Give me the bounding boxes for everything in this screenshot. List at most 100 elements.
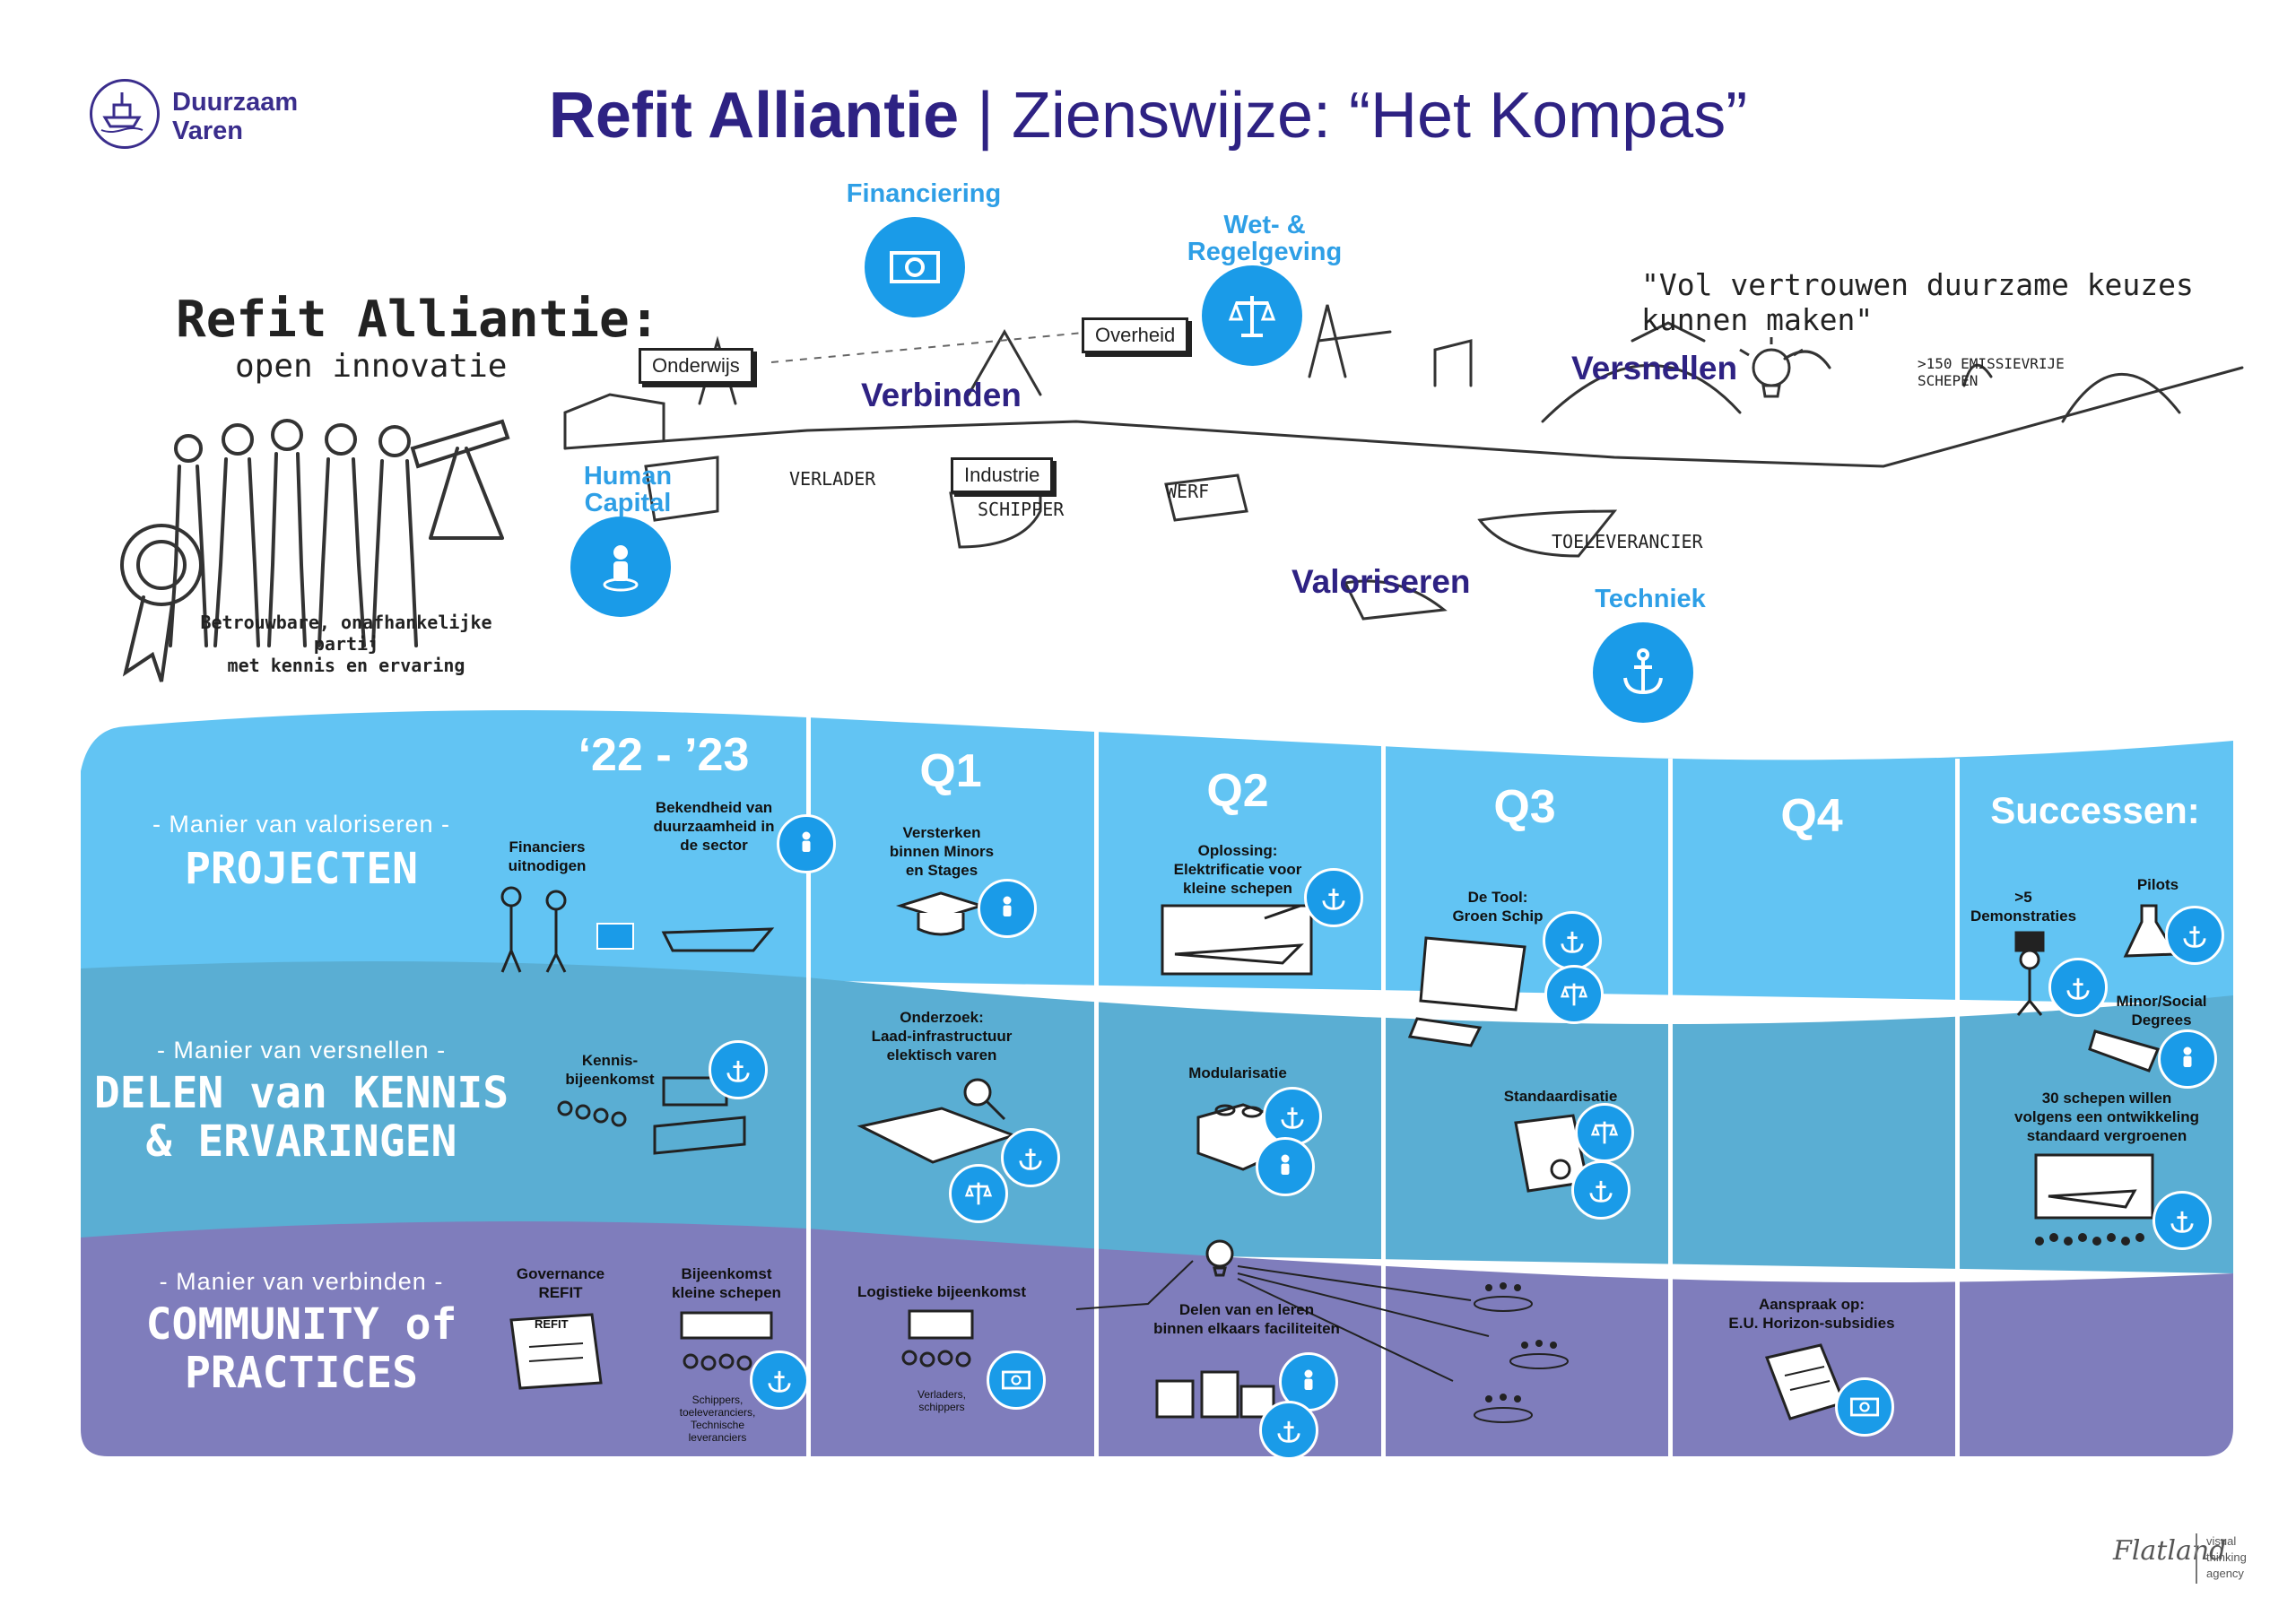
ships-crowd-sketch — [2034, 1153, 2154, 1246]
item-versterken-line: binnen Minors — [889, 843, 995, 860]
person-icon — [1003, 896, 1012, 916]
item-bekendheid-line: Bekendheid van — [655, 799, 773, 816]
alliance-caption: Betrouwbare, onafhankelijke partij met k… — [185, 612, 508, 676]
item-onderzoek-line: elektisch varen — [886, 1046, 997, 1064]
hw-werf: WERF — [1166, 481, 1210, 502]
scales-icon — [964, 1182, 993, 1205]
person-icon — [1304, 1369, 1313, 1390]
financiers-sketch — [500, 886, 775, 973]
item-versterken-line: en Stages — [905, 862, 978, 879]
title-bold: Refit Alliantie — [548, 80, 960, 152]
hw-emission: >150 EMISSIEVRIJE SCHEPEN — [1918, 355, 2065, 389]
item-financiers-line: uitnodigen — [508, 857, 587, 874]
icon-wet-regelgeving — [1544, 965, 1604, 1024]
item-dertig-line: 30 schepen willen — [2041, 1090, 2172, 1107]
item-financiers: Financiers uitnodigen — [484, 838, 610, 875]
icon-techniek — [709, 1040, 768, 1099]
icon-techniek — [750, 1350, 809, 1410]
item-delen-line: Delen van en leren — [1178, 1301, 1315, 1318]
anchor-icon — [1623, 648, 1663, 695]
lightbulb-icon — [1739, 337, 1804, 398]
item-delen: Delen van en leren binnen elkaars facili… — [1139, 1300, 1354, 1338]
wet-line-2: Regelgeving — [1187, 238, 1343, 266]
row-title-kennis-line-1: DELEN van KENNIS — [93, 1068, 509, 1118]
icon-financiering — [1835, 1377, 1894, 1437]
anchor-icon — [2183, 925, 2206, 948]
item-minor: Minor/Social Degrees — [2099, 992, 2224, 1029]
indicator-techniek — [1593, 622, 1693, 723]
diploma-icon — [2088, 1029, 2161, 1073]
quote-text: "Vol vertrouwen duurzame keuzes kunnen m… — [1641, 267, 2194, 337]
phase-header-q2: Q2 — [1206, 765, 1269, 817]
item-onderzoek-line: Onderzoek: — [900, 1009, 984, 1026]
item-kennis: Kennis- bijeenkomst — [556, 1051, 664, 1089]
indicator-techniek-label: Techniek — [1595, 585, 1706, 613]
label-industrie: Industrie — [951, 457, 1054, 493]
row-subtitle-community: - Manier van verbinden - — [159, 1268, 444, 1295]
title-separator: | — [959, 80, 1012, 152]
footer-tagline-line: agency — [2206, 1567, 2244, 1580]
item-kennis-line: bijeenkomst — [565, 1071, 655, 1088]
wet-line-1: Wet- & — [1223, 211, 1306, 239]
row-title-kennis: DELEN van KENNIS & ERVARINGEN — [50, 1069, 552, 1166]
item-bekendheid: Bekendheid van duurzaamheid in de sector — [642, 798, 786, 855]
scales-icon — [1228, 296, 1276, 337]
item-onderzoek: Onderzoek: Laad-infrastructuur elektisch… — [852, 1008, 1031, 1064]
note-schippers: Schippers, toeleveranciers, Technische l… — [655, 1394, 780, 1444]
phase-header-q4: Q4 — [1780, 790, 1843, 842]
item-aanspraak-line: E.U. Horizon-subsidies — [1728, 1315, 1895, 1332]
row-subtitle-projecten: - Manier van valoriseren - — [152, 811, 451, 838]
scales-icon — [1590, 1121, 1619, 1144]
icon-techniek — [1543, 911, 1602, 970]
banknote-icon — [1849, 1397, 1880, 1417]
person-icon — [802, 831, 811, 852]
icon-wet-regelgeving — [949, 1164, 1008, 1223]
column-divider — [1668, 759, 1673, 1456]
pillar-versnellen: Versnellen — [1571, 350, 1738, 386]
item-pilots: Pilots — [2136, 876, 2179, 893]
hw-verlader: VERLADER — [789, 468, 876, 490]
icon-techniek — [2048, 958, 2108, 1017]
page-title: Refit Alliantie | Zienswijze: “Het Kompa… — [0, 79, 2296, 152]
item-tool-line: Groen Schip — [1452, 908, 1544, 925]
item-governance-line: Governance — [516, 1265, 605, 1282]
banknote-icon — [1001, 1370, 1031, 1390]
icon-techniek — [1571, 1160, 1631, 1220]
logistiek-sketch — [901, 1309, 974, 1368]
row-title-kennis-line-2: & ERVARINGEN — [145, 1116, 457, 1167]
item-delen-line: binnen elkaars faciliteiten — [1153, 1320, 1340, 1337]
row-title-community: COMMUNITY of PRACTICES — [50, 1300, 552, 1397]
governance-document-sketch — [509, 1313, 603, 1390]
magician-sketch — [2014, 931, 2045, 1016]
note-line: Technische — [690, 1419, 745, 1431]
note-line: schippers — [918, 1401, 965, 1413]
item-demonstraties-line: >5 — [2014, 889, 2032, 906]
banknote-icon — [890, 251, 940, 283]
landscape-sketch — [563, 304, 2244, 621]
icon-techniek — [1263, 1087, 1322, 1146]
item-aanspraak-line: Aanspraak op: — [1758, 1296, 1866, 1313]
icon-financiering — [987, 1350, 1046, 1410]
icon-human-capital — [777, 814, 836, 873]
duurzaam-varen-logo — [90, 79, 160, 149]
label-overheid: Overheid — [1082, 317, 1189, 353]
icon-techniek — [1259, 1401, 1318, 1460]
indicator-financiering — [865, 217, 965, 317]
bijeenkomst-sketch — [680, 1311, 773, 1371]
item-versterken-line: Versterken — [902, 824, 981, 841]
graduation-cap-icon — [895, 891, 987, 936]
human-line-2: Capital — [584, 489, 672, 517]
onderzoek-sketch — [857, 1078, 1018, 1164]
item-governance: Governance REFIT — [502, 1264, 619, 1302]
column-divider — [1955, 759, 1960, 1456]
anchor-icon — [768, 1370, 791, 1393]
icon-techniek — [2165, 906, 2224, 965]
person-icon — [1281, 1154, 1290, 1175]
item-dertig-schepen: 30 schepen willen volgens een ontwikkeli… — [1995, 1089, 2219, 1145]
item-minor-line: Minor/Social — [2116, 993, 2207, 1010]
person-icon — [2183, 1046, 2192, 1067]
icon-techniek — [1001, 1128, 1060, 1187]
logo-text: Duurzaam Varen — [172, 88, 298, 145]
ship-icon — [100, 92, 144, 133]
item-onderzoek-line: Laad-infrastructuur — [871, 1028, 1013, 1045]
